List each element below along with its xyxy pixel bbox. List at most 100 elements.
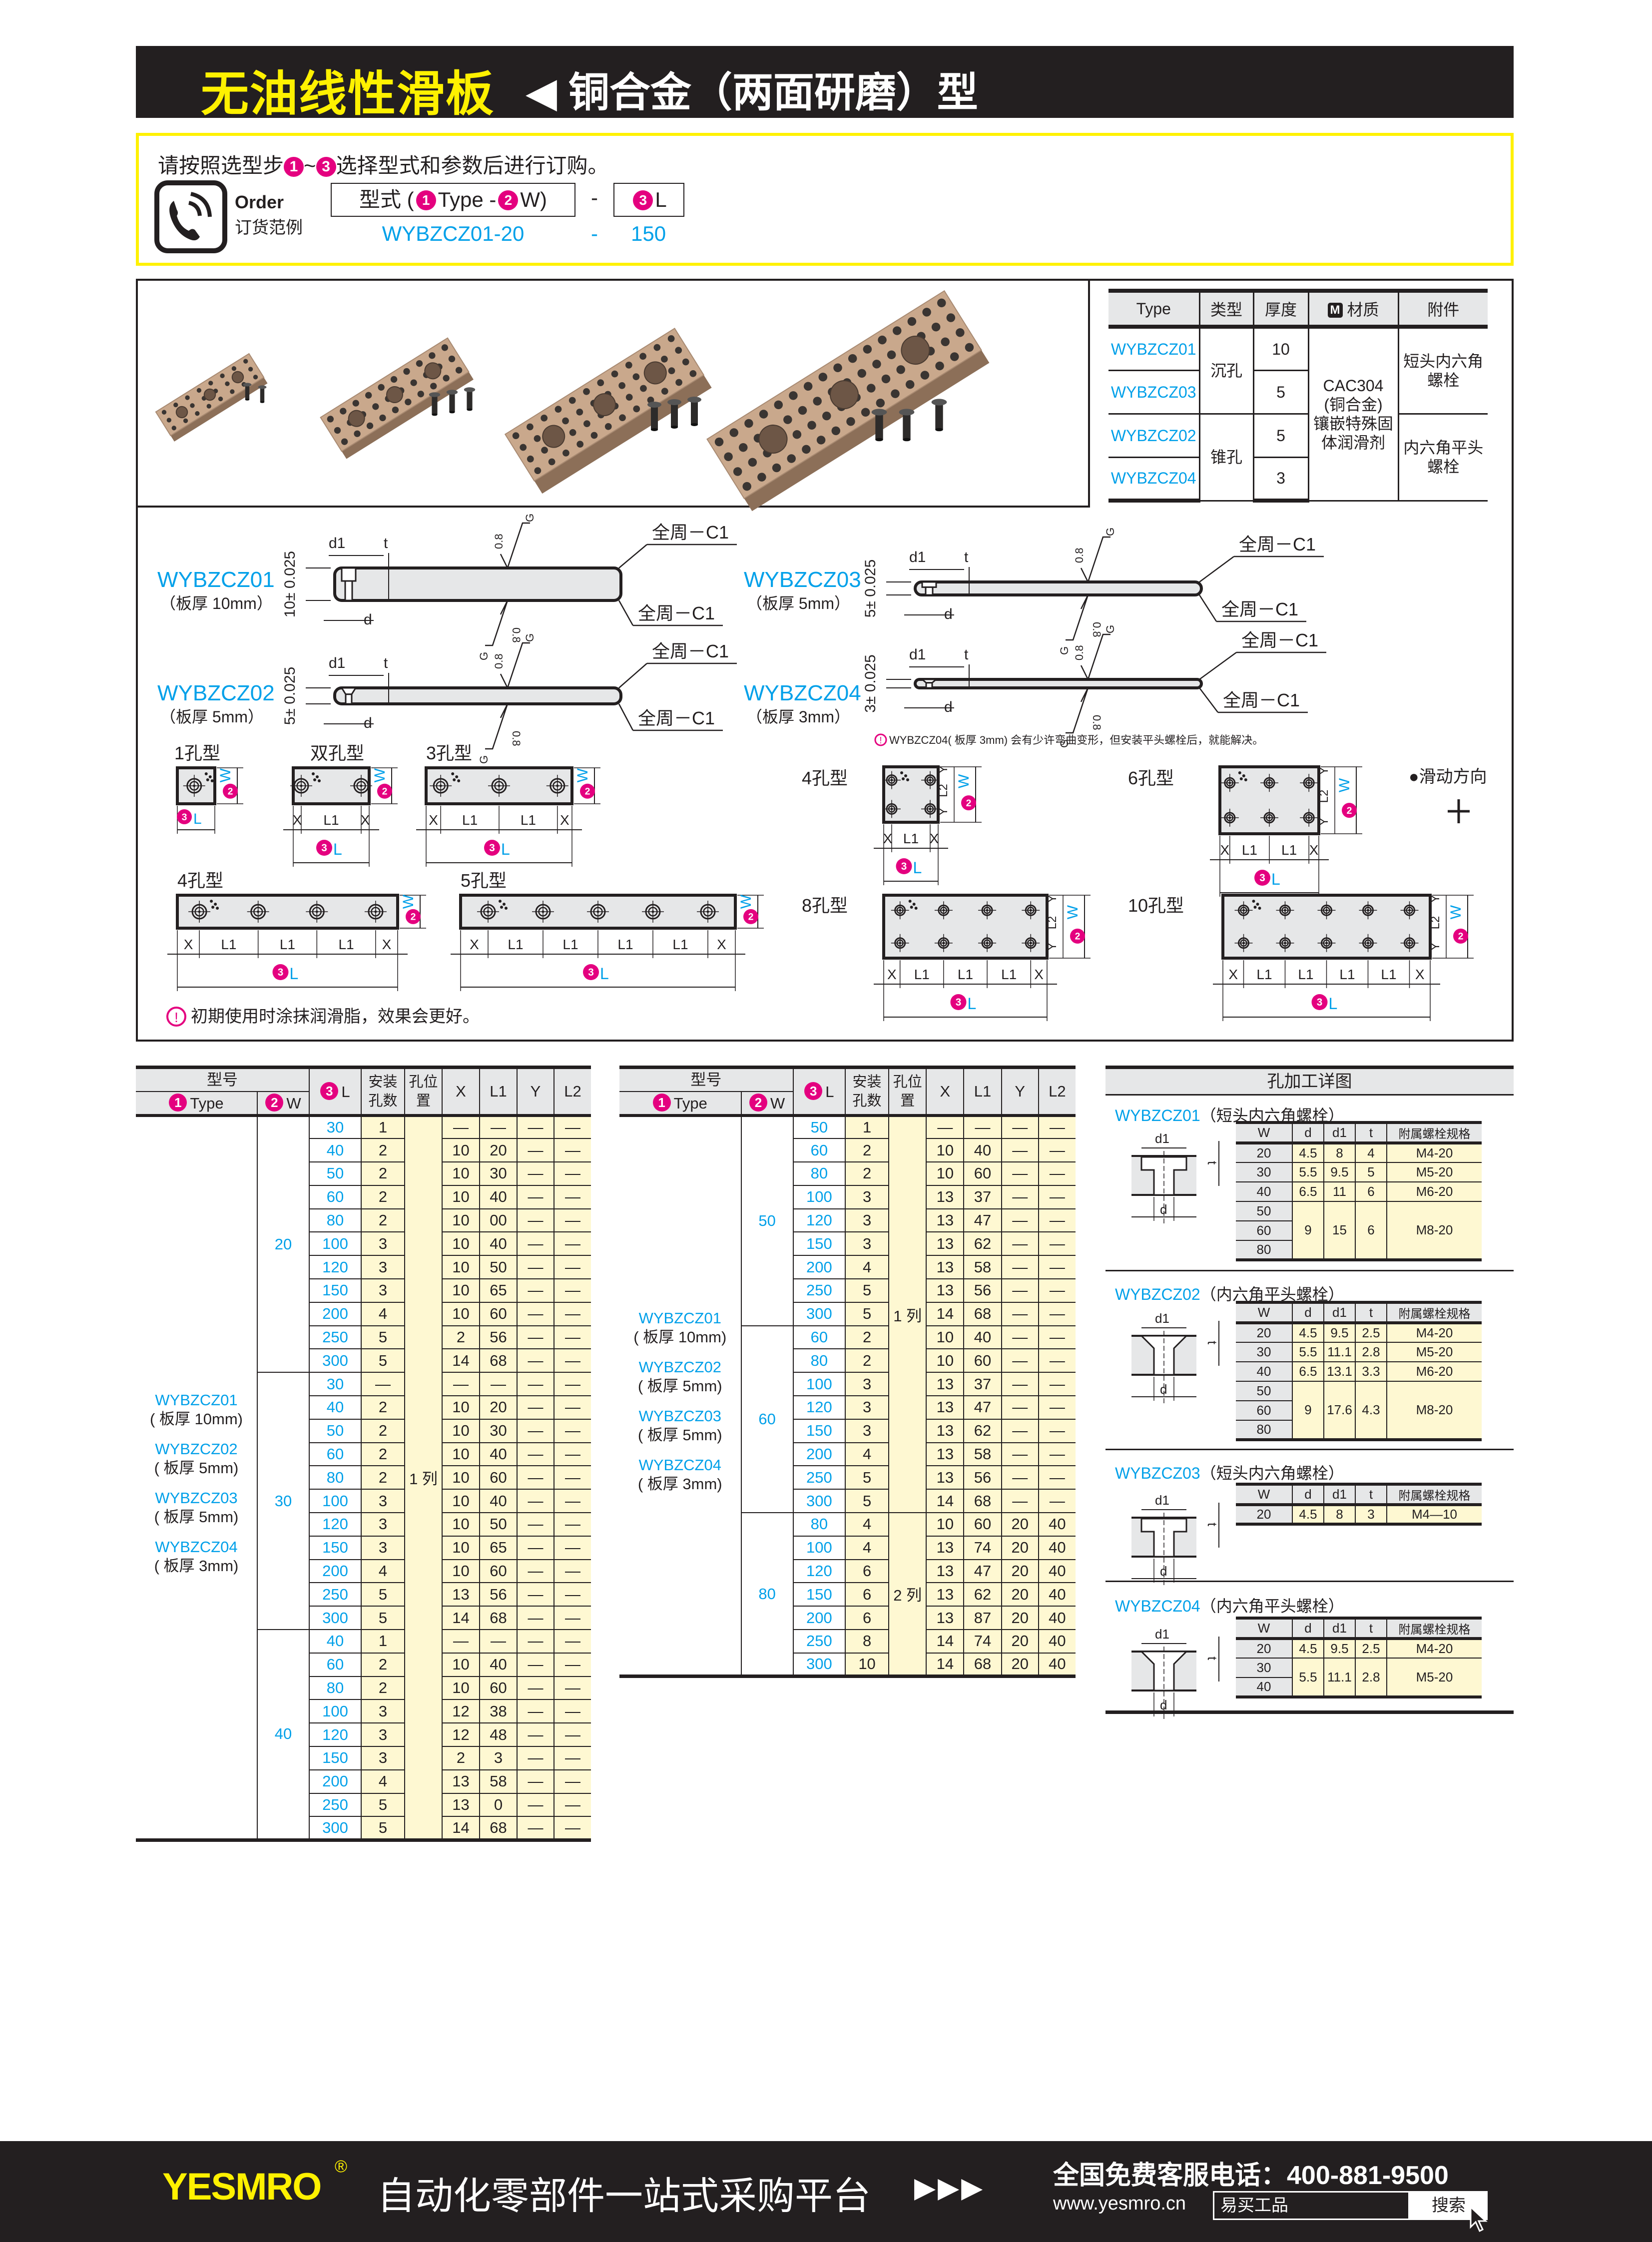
step-badge: 1 [416, 190, 436, 210]
header-hole-count: 安装孔数 [361, 1066, 405, 1117]
spec-cell: M4-20 [1386, 1142, 1482, 1163]
dimension-label-l1: L1 [617, 937, 633, 952]
hole-count-cell: 5 [844, 1301, 890, 1326]
l1-cell: 60 [963, 1512, 1002, 1537]
y-cell: — [1001, 1465, 1039, 1490]
y-cell: — [517, 1442, 554, 1467]
l1-cell: 3 [479, 1746, 518, 1770]
roughness-value: 0.8 [1091, 715, 1103, 730]
dimension-label-l: L [1329, 995, 1338, 1013]
hole-detail-type-code: WYBZCZ04 [1115, 1597, 1200, 1615]
leader-line [1199, 556, 1234, 583]
x-cell: 10 [442, 1395, 480, 1420]
type-thickness: ( 板厚 5mm) [154, 1459, 239, 1477]
instruction-tilde: ~ [304, 154, 316, 177]
header-d1: d1 [1323, 1121, 1356, 1144]
length-cell: 80 [792, 1348, 846, 1373]
y-cell: — [517, 1535, 554, 1560]
x-cell: 10 [442, 1512, 480, 1537]
mounting-hole-icon [430, 775, 452, 797]
t-cell: 3.3 [1355, 1361, 1387, 1382]
mounting-hole-icon [978, 934, 997, 952]
type-code: WYBZCZ01 [155, 1391, 238, 1409]
material-cell: CAC304 (铜合金) 镶嵌特殊固 体润滑剂 [1307, 326, 1399, 502]
type-cell: WYBZCZ01( 板厚 10mm)WYBZCZ02( 板厚 5mm)WYBZC… [619, 1115, 742, 1679]
d-cell: 4.5 [1292, 1504, 1324, 1526]
grind-mark: G [1058, 646, 1071, 655]
mounting-hole-icon [183, 775, 205, 797]
screw-icon [931, 399, 947, 432]
drawing-type-code: WYBZCZ03 [744, 567, 861, 592]
length-cell: 40 [309, 1629, 362, 1654]
spec-cell: M5-20 [1386, 1342, 1482, 1362]
length-cell: 250 [309, 1792, 362, 1817]
l2-cell: 40 [1038, 1629, 1076, 1654]
step-badge-number: 2 [382, 786, 388, 797]
hole-detail-bolt-type: （短头内六角螺栓） [1200, 1464, 1344, 1482]
y-cell: — [517, 1278, 554, 1303]
dimension-label-l1: L1 [1001, 967, 1017, 982]
type-code: WYBZCZ03 [155, 1489, 238, 1507]
header-d1: d1 [1323, 1483, 1356, 1506]
lubricant-dot [1238, 771, 1241, 774]
length-cell: 100 [792, 1535, 846, 1560]
l2-cell: — [553, 1442, 591, 1467]
step-badge [316, 840, 332, 856]
hole-pattern-name: 双孔型 [310, 743, 364, 763]
mounting-hole-icon [1400, 934, 1419, 952]
dimension-label-l1: L1 [1381, 967, 1396, 982]
lubricant-dot [505, 907, 508, 910]
dimension-label-l1: L1 [280, 937, 295, 952]
dimension-label-l1: L1 [903, 831, 919, 846]
surface-finish-icon [500, 642, 530, 690]
step-badge: 3 [804, 1082, 823, 1100]
surface-finish-icon [1066, 687, 1089, 734]
thickness-cell: 5 [1252, 369, 1309, 415]
d1-cell: 11.1 [1323, 1658, 1356, 1698]
l2-cell: 40 [1038, 1582, 1076, 1607]
l1-cell: 60 [963, 1348, 1002, 1373]
y-cell: — [1001, 1255, 1039, 1280]
length-cell: 120 [792, 1395, 846, 1420]
l2-cell: — [553, 1629, 591, 1654]
mounting-hole-icon [934, 934, 953, 952]
length-cell: 50 [792, 1115, 846, 1139]
brand-logo[interactable]: YESMRO [162, 2166, 322, 2208]
step-badge [580, 783, 595, 799]
d1-cell: 8 [1323, 1142, 1356, 1163]
y-cell: — [517, 1465, 554, 1490]
y-cell: — [517, 1559, 554, 1584]
hole-count-cell: 2 [361, 1138, 405, 1163]
hole-count-cell: 3 [361, 1255, 405, 1280]
d1-cell: 17.6 [1323, 1381, 1356, 1441]
hole-shaft [345, 693, 353, 705]
hotline: 全国免费客服电话：400-881-9500 [1053, 2161, 1449, 2190]
l2-cell: — [553, 1792, 591, 1817]
x-cell: 14 [926, 1629, 965, 1654]
search-input[interactable]: 易买工品 [1213, 2191, 1410, 2220]
l2-cell: — [1038, 1255, 1076, 1280]
d-cell: 9 [1292, 1201, 1324, 1261]
search-button[interactable]: 搜索 [1410, 2191, 1488, 2220]
l2-cell: — [1038, 1115, 1076, 1139]
length-cell: 150 [309, 1278, 362, 1303]
chamfer-callout: 全周－C1 [1239, 534, 1316, 555]
header-model: 型号 [619, 1066, 794, 1092]
length-cell: 250 [309, 1582, 362, 1607]
l1-cell: 40 [963, 1325, 1002, 1350]
website-link[interactable]: www.yesmro.cn [1053, 2193, 1186, 2214]
hole-count-cell: 5 [844, 1465, 890, 1490]
hole-shaft [925, 586, 934, 596]
hole-position-cell: 2 列 [888, 1512, 927, 1679]
step-badge-number: 3 [1259, 872, 1265, 884]
lubricant-dot [453, 778, 456, 781]
